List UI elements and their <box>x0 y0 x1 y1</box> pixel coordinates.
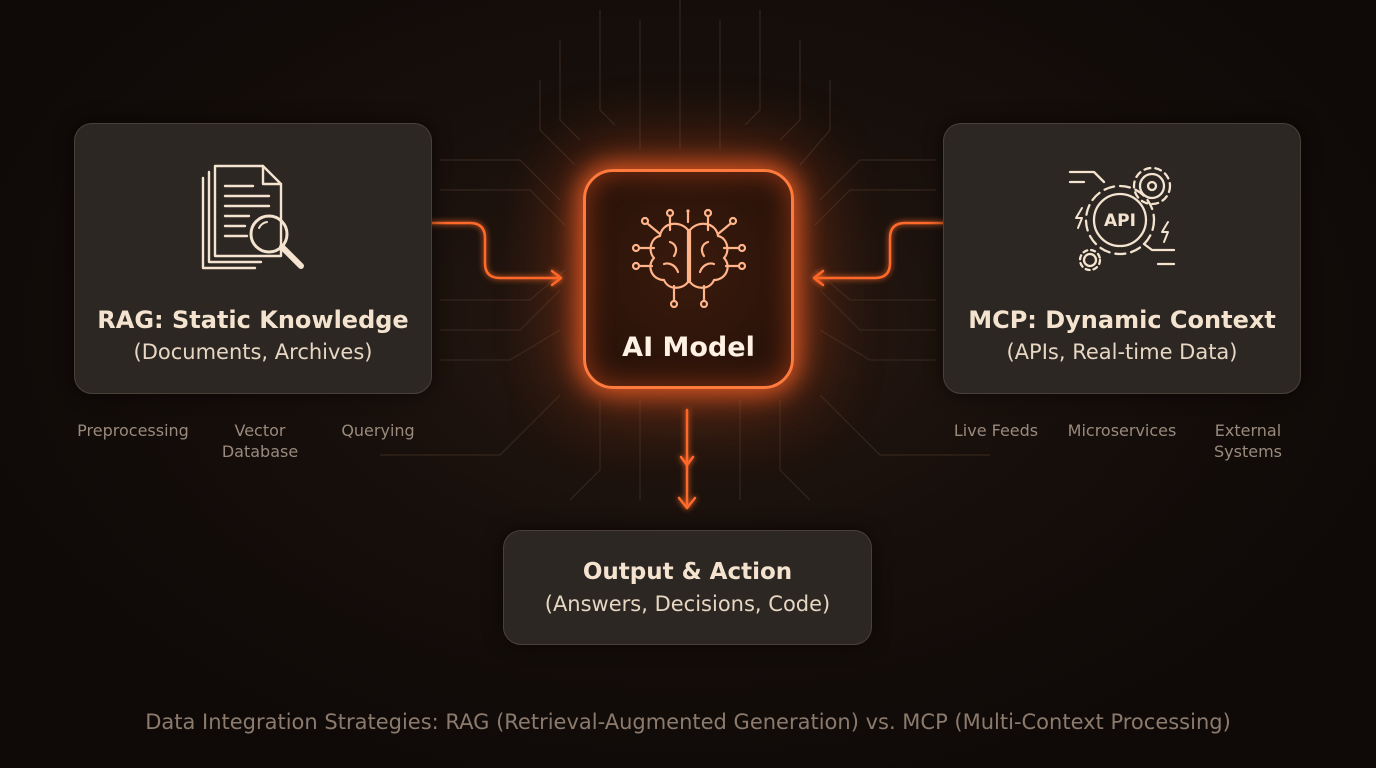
rag-subtitle: (Documents, Archives) <box>133 340 373 364</box>
ai-model-title: AI Model <box>622 332 755 363</box>
api-gears-icon: API <box>1068 166 1176 272</box>
output-title: Output & Action <box>582 559 793 585</box>
output-subtitle: (Answers, Decisions, Code) <box>544 592 831 616</box>
api-label: API <box>1104 211 1136 231</box>
output-panel: Output & Action (Answers, Decisions, Cod… <box>503 530 872 645</box>
mcp-subtitle: (APIs, Real-time Data) <box>1006 340 1238 364</box>
ai-model-box: AI Model <box>583 169 794 389</box>
rag-panel: RAG: Static Knowledge (Documents, Archiv… <box>74 123 432 394</box>
mcp-connector-arrowhead-2 <box>812 269 825 287</box>
output-connector-arrowhead-1 <box>679 455 695 467</box>
rag-to-ai-connector <box>323 221 562 280</box>
mcp-step-live-feeds: Live Feeds <box>953 421 1039 440</box>
brain-circuit-icon <box>631 208 747 308</box>
rag-step-querying: Querying <box>341 421 415 440</box>
output-connector-arrowhead-2 <box>677 496 697 510</box>
mcp-title: MCP: Dynamic Context <box>968 306 1276 334</box>
rag-step-preprocessing: Preprocessing <box>77 421 189 440</box>
footer-caption: Data Integration Strategies: RAG (Retrie… <box>145 710 1231 734</box>
document-search-icon <box>201 164 304 270</box>
rag-connector-arrowhead-2 <box>550 269 563 287</box>
rag-title: RAG: Static Knowledge <box>97 306 409 334</box>
circuit-traces <box>380 0 990 501</box>
mcp-to-ai-connector <box>813 221 1052 280</box>
mcp-panel: API MCP: Dynamic Context (APIs, Real-tim… <box>943 123 1301 394</box>
mcp-step-microservices: Microservices <box>1067 421 1177 440</box>
